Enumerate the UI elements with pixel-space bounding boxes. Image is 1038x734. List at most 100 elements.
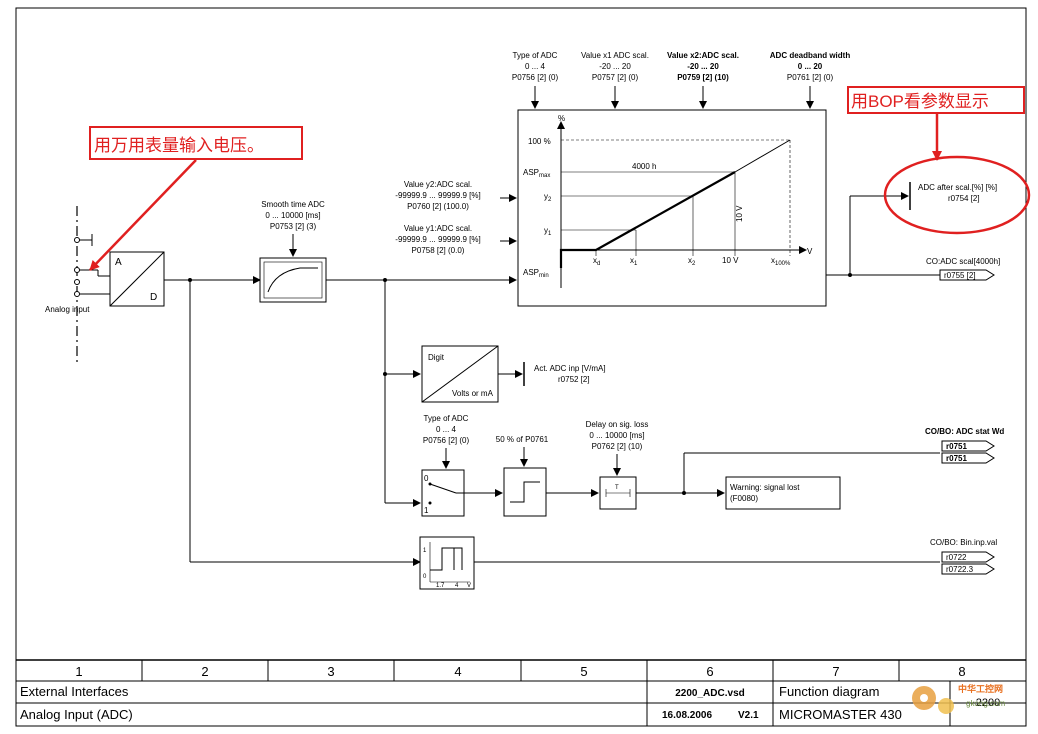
stat-r2: r0751 [946, 454, 967, 463]
svg-text:Value x2:ADC scal.: Value x2:ADC scal. [667, 51, 739, 60]
title-block [16, 659, 1026, 726]
smooth-time-l2: 0 ... 10000 [ms] [265, 211, 320, 220]
svg-text:P0761 [2] (0): P0761 [2] (0) [787, 73, 834, 82]
warning-l2: (F0080) [730, 494, 758, 503]
scal-output-l1: ADC after scal.[%] [%] [918, 183, 997, 192]
annotation-multimeter [89, 126, 303, 271]
svg-text:-99999.9 ... 99999.9 [%]: -99999.9 ... 99999.9 [%] [395, 235, 480, 244]
watermark-gear-icon [912, 686, 954, 714]
stat-connectors [941, 440, 995, 464]
graph-x2: x2 [688, 256, 696, 267]
graph-y2: y2 [544, 192, 552, 203]
annotation-multimeter-text: 用万用表量输入电压。 [94, 136, 264, 155]
top-params: Type of ADC 0 ... 4 P0756 [2] (0) Value … [512, 51, 851, 109]
footer-col-5: 5 [580, 664, 587, 679]
graph-10v-vertical: 10 V [735, 205, 744, 222]
digit-top: Digit [428, 353, 445, 362]
graph-asp-min: ASPmin [523, 268, 549, 279]
switch-block [421, 469, 503, 517]
footer-number: 2200 [976, 697, 1000, 709]
footer-product: MICROMASTER 430 [779, 707, 902, 722]
co-adc-param: r0755 [2] [944, 271, 976, 280]
smooth-time-l3: P0753 [2] (3) [270, 222, 317, 231]
graph-y100: 100 % [528, 137, 551, 146]
annotation-bop-text: 用BOP看参数显示 [851, 92, 989, 111]
co-adc-title: CO:ADC scal[4000h] [926, 257, 1000, 266]
page-frame [15, 7, 1027, 727]
digit-block [421, 345, 525, 403]
svg-text:-20 ... 20: -20 ... 20 [687, 62, 719, 71]
main-signal-wires [164, 276, 517, 566]
bin-b: 4 [455, 583, 459, 589]
smooth-time-l1: Smooth time ADC [261, 200, 325, 209]
footer-col-1: 1 [75, 664, 82, 679]
graph-y-unit: % [558, 114, 565, 123]
svg-text:ADC deadband width: ADC deadband width [770, 51, 851, 60]
svg-text:Type of ADC: Type of ADC [513, 51, 558, 60]
warning-box [725, 476, 841, 510]
warning-l1: Warning: signal lost [730, 483, 800, 492]
comparator-block [503, 467, 599, 517]
footer-function: Function diagram [779, 684, 879, 699]
svg-text:P0758 [2] (0.0): P0758 [2] (0.0) [412, 246, 465, 255]
footer-analog: Analog Input (ADC) [20, 707, 133, 722]
footer-version: V2.1 [738, 710, 759, 721]
type-adc2-l1: Type of ADC [424, 414, 469, 423]
delay-l3: P0762 [2] (10) [592, 442, 643, 451]
svg-text:0 ... 4: 0 ... 4 [525, 62, 546, 71]
graph-4000h: 4000 h [632, 162, 656, 171]
graph-x1: x1 [630, 256, 638, 267]
svg-text:Value y1:ADC scal.: Value y1:ADC scal. [404, 224, 472, 233]
adc-block [109, 251, 165, 307]
svg-text:P0760 [2] (100.0): P0760 [2] (100.0) [407, 202, 469, 211]
annotation-bop [847, 86, 1031, 235]
bin-zero: 0 [423, 574, 427, 580]
graph-x100: x100% [771, 256, 791, 267]
binary-input-block [419, 536, 940, 590]
footer-file: 2200_ADC.vsd [675, 688, 744, 699]
footer-col-4: 4 [454, 664, 461, 679]
timer-label: T [615, 485, 619, 491]
analog-input-label: Analog input [45, 305, 90, 314]
graph-asp-max: ASPmax [523, 168, 550, 179]
bin-r1: r0722 [946, 553, 967, 562]
graph-10v: 10 V [722, 256, 739, 265]
y-params: Value y2:ADC scal. -99999.9 ... 99999.9 … [395, 180, 517, 255]
bin-title: CO/BO: Bin.inp.val [930, 538, 997, 547]
watermark-cn: 中华工控网 [958, 683, 1003, 694]
bin-a: 1.7 [436, 583, 445, 589]
footer-col-8: 8 [958, 664, 965, 679]
digit-bottom: Volts or mA [452, 389, 494, 398]
graph-y1: y1 [544, 226, 552, 237]
bin-v: V [467, 583, 471, 589]
delay-timer-block [599, 452, 940, 510]
switch-zero: 0 [424, 474, 429, 483]
footer-date: 16.08.2006 [662, 710, 712, 721]
svg-text:P0757 [2] (0): P0757 [2] (0) [592, 73, 639, 82]
act-adc-l2: r0752 [2] [558, 375, 590, 384]
act-adc-l1: Act. ADC inp [V/mA] [534, 364, 606, 373]
watermark-url: gkong.com [966, 699, 1005, 708]
analog-input-terminals [74, 206, 110, 366]
adc-d-label: D [150, 292, 157, 303]
footer-col-2: 2 [201, 664, 208, 679]
delay-l2: 0 ... 10000 [ms] [589, 431, 644, 440]
adc-a-label: A [115, 257, 122, 268]
bin-r2: r0722.3 [946, 565, 974, 574]
stat-title: CO/BO: ADC stat Wd [925, 427, 1004, 436]
svg-text:-99999.9 ... 99999.9 [%]: -99999.9 ... 99999.9 [%] [395, 191, 480, 200]
scal-output-l2: r0754 [2] [948, 194, 980, 203]
graph-x-unit: V [807, 247, 813, 256]
bin-connectors [941, 551, 995, 575]
smooth-filter-block [259, 257, 327, 303]
svg-text:P0759 [2] (10): P0759 [2] (10) [677, 73, 729, 82]
switch-one: 1 [424, 506, 429, 515]
footer-col-3: 3 [327, 664, 334, 679]
footer-col-6: 6 [706, 664, 713, 679]
percent-label: 50 % of P0761 [496, 435, 549, 444]
type-adc2-l3: P0756 [2] (0) [423, 436, 470, 445]
stat-r1: r0751 [946, 442, 967, 451]
footer-external: External Interfaces [20, 684, 129, 699]
graph-xd: xd [593, 256, 600, 267]
